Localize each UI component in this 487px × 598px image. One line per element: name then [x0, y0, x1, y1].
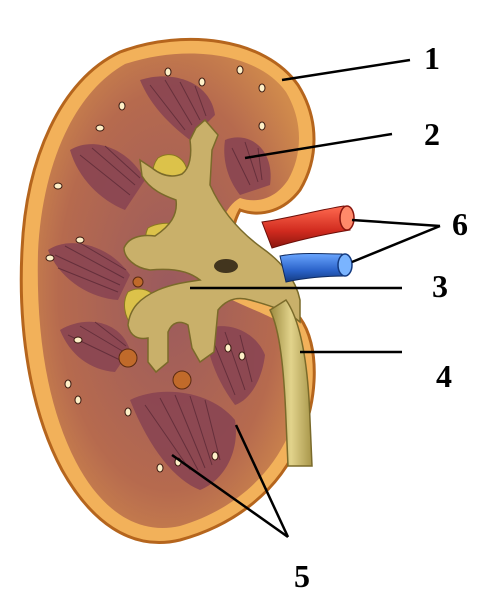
cortical-vessels: [45, 65, 266, 473]
label-5: 5: [294, 558, 310, 594]
leader-6b: [351, 224, 441, 264]
renal-vein-end: [337, 253, 353, 277]
leader-5a: [171, 453, 289, 539]
renal-vein: [279, 253, 347, 283]
pelvis-shadow: [214, 259, 238, 273]
renal-pelvis: [123, 118, 301, 374]
ureter: [269, 298, 313, 467]
label-3: 3: [432, 268, 448, 304]
leader-6a: [351, 218, 441, 228]
label-1: 1: [424, 40, 440, 76]
label-4: 4: [436, 358, 452, 394]
renal-artery-end: [339, 205, 355, 231]
pyramid-lower-left: [60, 321, 130, 372]
leader-1: [281, 58, 411, 82]
label-2: 2: [424, 116, 440, 152]
pyramid-lower-right: [205, 326, 265, 405]
pyramid-middle-left: [48, 243, 130, 300]
pyramid-upper-right: [224, 137, 271, 195]
pyramid-top: [140, 76, 215, 140]
renal-artery: [261, 205, 351, 249]
renal-pyramids: [48, 76, 271, 490]
renal-papillae: [118, 276, 192, 390]
label-6: 6: [452, 206, 468, 242]
leader-5b: [234, 424, 290, 538]
leader-2: [244, 132, 393, 160]
renal-vessels: [261, 205, 355, 283]
leader-lines: [171, 58, 441, 539]
